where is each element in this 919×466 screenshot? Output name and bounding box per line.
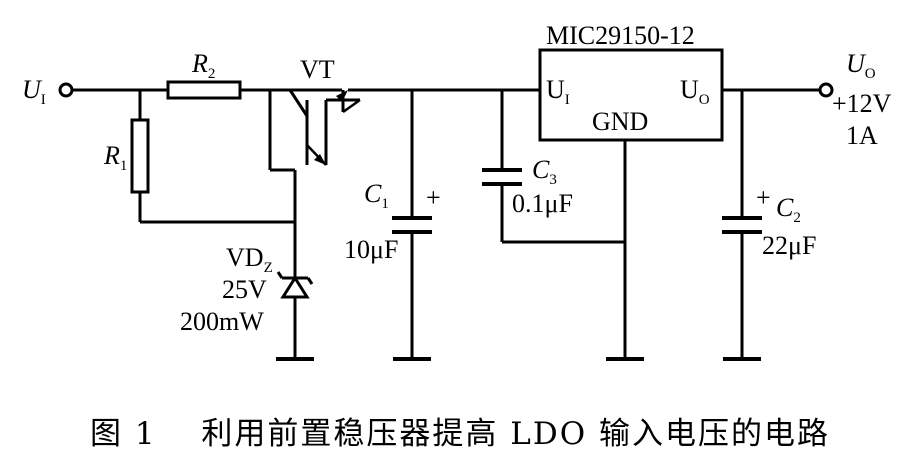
ic-pin-uo: UO	[680, 75, 710, 108]
vdz-power: 200mW	[180, 307, 264, 336]
resistor-r1	[130, 118, 150, 194]
zener-diode-vdz	[276, 271, 314, 299]
output-voltage: +12V	[832, 89, 892, 118]
wires	[72, 88, 820, 358]
ic-pin-gnd: GND	[592, 107, 648, 136]
c3-label: C3	[532, 155, 557, 188]
ic-label: MIC29150-12	[546, 21, 695, 50]
darlington-transistor-vt	[288, 89, 361, 166]
c1-label: C1	[364, 179, 389, 212]
figure-caption: 图 1 利用前置稳压器提高 LDO 输入电压的电路	[90, 416, 830, 452]
c1-polarity: +	[426, 183, 441, 212]
output-terminal	[818, 82, 834, 98]
c1-value: 10μF	[344, 235, 398, 264]
resistor-r2	[166, 80, 242, 100]
vdz-voltage: 25V	[222, 275, 267, 304]
input-terminal	[58, 82, 74, 98]
capacitor-c2	[722, 216, 762, 234]
c2-polarity: +	[756, 183, 771, 212]
input-label: UI	[22, 75, 46, 108]
capacitor-c1	[392, 216, 432, 234]
capacitor-c3	[482, 168, 522, 186]
r2-label: R2	[191, 49, 215, 82]
r1-label: R1	[103, 141, 127, 174]
c2-value: 22μF	[762, 231, 816, 260]
ic-mic29150	[538, 48, 724, 142]
ic-pin-ui: UI	[546, 75, 570, 108]
c2-label: C2	[776, 193, 801, 226]
vdz-label: VDZ	[226, 243, 273, 276]
output-label: UO	[846, 49, 876, 82]
c3-value: 0.1μF	[512, 189, 573, 218]
output-current: 1A	[846, 121, 878, 150]
vt-label: VT	[300, 55, 335, 84]
